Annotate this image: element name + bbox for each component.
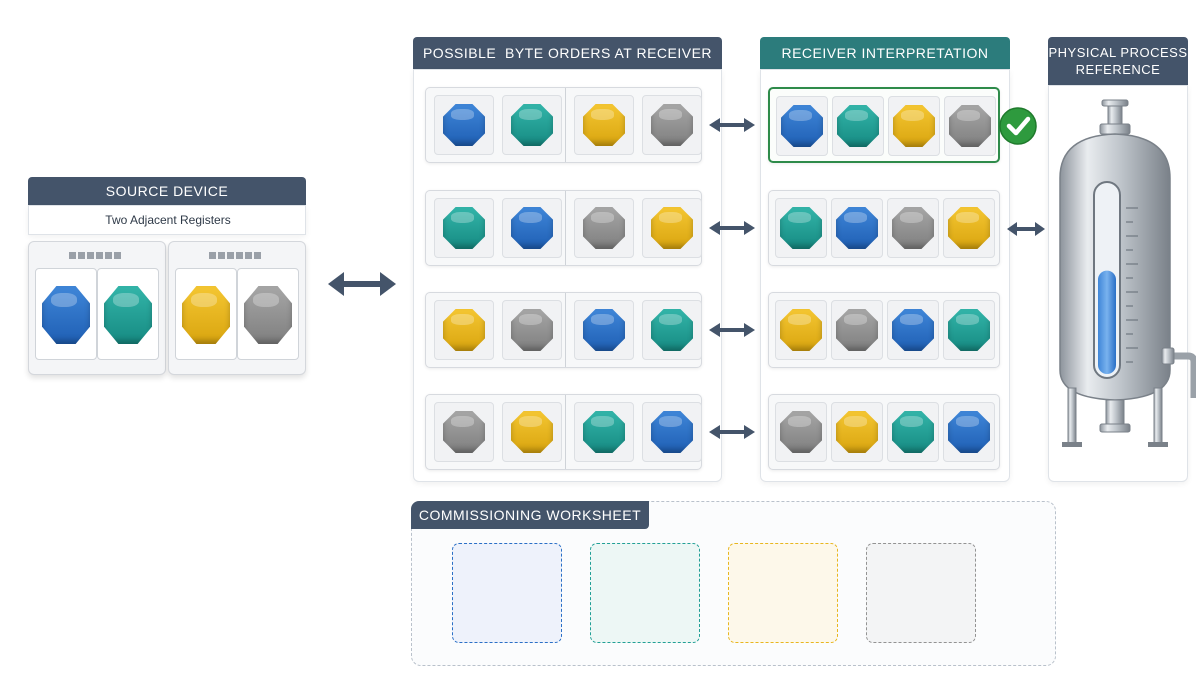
yellow-byte-token — [836, 411, 878, 453]
byte-a-token — [42, 286, 90, 344]
byte-orders-title: POSSIBLE BYTE ORDERS AT RECEIVER — [422, 45, 713, 61]
blue-byte-token — [948, 411, 990, 453]
row-3-bidirectional-arrow-icon — [709, 323, 755, 337]
gray-byte-token — [780, 411, 822, 453]
gray-byte-token — [651, 104, 693, 146]
check-icon — [999, 107, 1037, 145]
worksheet-slot-yellow — [728, 543, 838, 643]
byte-orders-header: POSSIBLE BYTE ORDERS AT RECEIVER — [413, 37, 722, 69]
register-divider — [565, 191, 566, 265]
blue-byte-token — [836, 207, 878, 249]
interpretation-row-2 — [768, 190, 1000, 266]
blue-byte-token — [781, 105, 823, 147]
worksheet-title: COMMISSIONING WORKSHEET — [418, 507, 642, 523]
source-device-subtitle-box: Two Adjacent Registers — [28, 205, 306, 235]
gray-byte-token — [836, 309, 878, 351]
bottom-drain — [1105, 399, 1125, 427]
row-1-bidirectional-arrow-icon — [709, 118, 755, 132]
worksheet-slot-blue — [452, 543, 562, 643]
register-2-indicator-leds — [209, 252, 263, 259]
blue-byte-token — [511, 207, 553, 249]
teal-byte-token — [892, 411, 934, 453]
teal-byte-token — [651, 309, 693, 351]
blue-byte-token — [892, 309, 934, 351]
blue-byte-token — [651, 411, 693, 453]
register-module-1 — [28, 241, 166, 375]
bidirectional-arrow-icon — [328, 272, 396, 296]
row-2-bidirectional-arrow-icon — [709, 221, 755, 235]
tank-link-arrow-icon — [1007, 222, 1045, 236]
interpretation-row-4 — [768, 394, 1000, 470]
interpretation-row-3 — [768, 292, 1000, 368]
blue-byte-token — [583, 309, 625, 351]
byte-order-row-1 — [425, 87, 702, 163]
yellow-byte-token — [583, 104, 625, 146]
interpretation-row-1 — [768, 87, 1000, 163]
gray-byte-token — [949, 105, 991, 147]
register-divider — [565, 88, 566, 162]
register-module-2 — [168, 241, 306, 375]
yellow-byte-token — [780, 309, 822, 351]
receiver-interpretation-title: RECEIVER INTERPRETATION — [781, 45, 989, 61]
register-divider — [565, 293, 566, 367]
teal-byte-token — [511, 104, 553, 146]
gray-byte-token — [443, 411, 485, 453]
teal-byte-token — [948, 309, 990, 351]
receiver-interpretation-header: RECEIVER INTERPRETATION — [760, 37, 1010, 69]
byte-b-token — [104, 286, 152, 344]
byte-order-row-2 — [425, 190, 702, 266]
yellow-byte-token — [651, 207, 693, 249]
source-device-title: SOURCE DEVICE — [105, 183, 229, 199]
gray-byte-token — [892, 207, 934, 249]
register-1-indicator-leds — [69, 252, 123, 259]
level-scale — [1126, 207, 1138, 363]
teal-byte-token — [837, 105, 879, 147]
teal-byte-token — [780, 207, 822, 249]
yellow-byte-token — [443, 309, 485, 351]
physical-process-header: PHYSICAL PROCESS REFERENCE — [1048, 37, 1188, 85]
byte-d-token — [244, 286, 292, 344]
blue-byte-token — [443, 104, 485, 146]
worksheet-slot-teal — [590, 543, 700, 643]
teal-byte-token — [583, 411, 625, 453]
outlet-pipe — [1168, 352, 1196, 398]
gray-byte-token — [511, 309, 553, 351]
yellow-byte-token — [948, 207, 990, 249]
register-divider — [565, 395, 566, 469]
row-4-bidirectional-arrow-icon — [709, 425, 755, 439]
tank-leg-right — [1153, 387, 1163, 447]
source-device-subtitle: Two Adjacent Registers — [105, 213, 231, 227]
liquid-level — [1098, 270, 1116, 374]
physical-process-title-line1: PHYSICAL PROCESS — [1048, 45, 1188, 60]
worksheet-header: COMMISSIONING WORKSHEET — [411, 501, 649, 529]
physical-process-title-line2: REFERENCE — [1075, 62, 1161, 77]
tank-leg-left — [1067, 387, 1077, 447]
process-tank — [1059, 99, 1196, 447]
teal-byte-token — [443, 207, 485, 249]
yellow-byte-token — [511, 411, 553, 453]
source-device-header: SOURCE DEVICE — [28, 177, 306, 205]
worksheet-slot-gray — [866, 543, 976, 643]
byte-order-row-4 — [425, 394, 702, 470]
gray-byte-token — [583, 207, 625, 249]
byte-order-row-3 — [425, 292, 702, 368]
yellow-byte-token — [893, 105, 935, 147]
byte-c-token — [182, 286, 230, 344]
